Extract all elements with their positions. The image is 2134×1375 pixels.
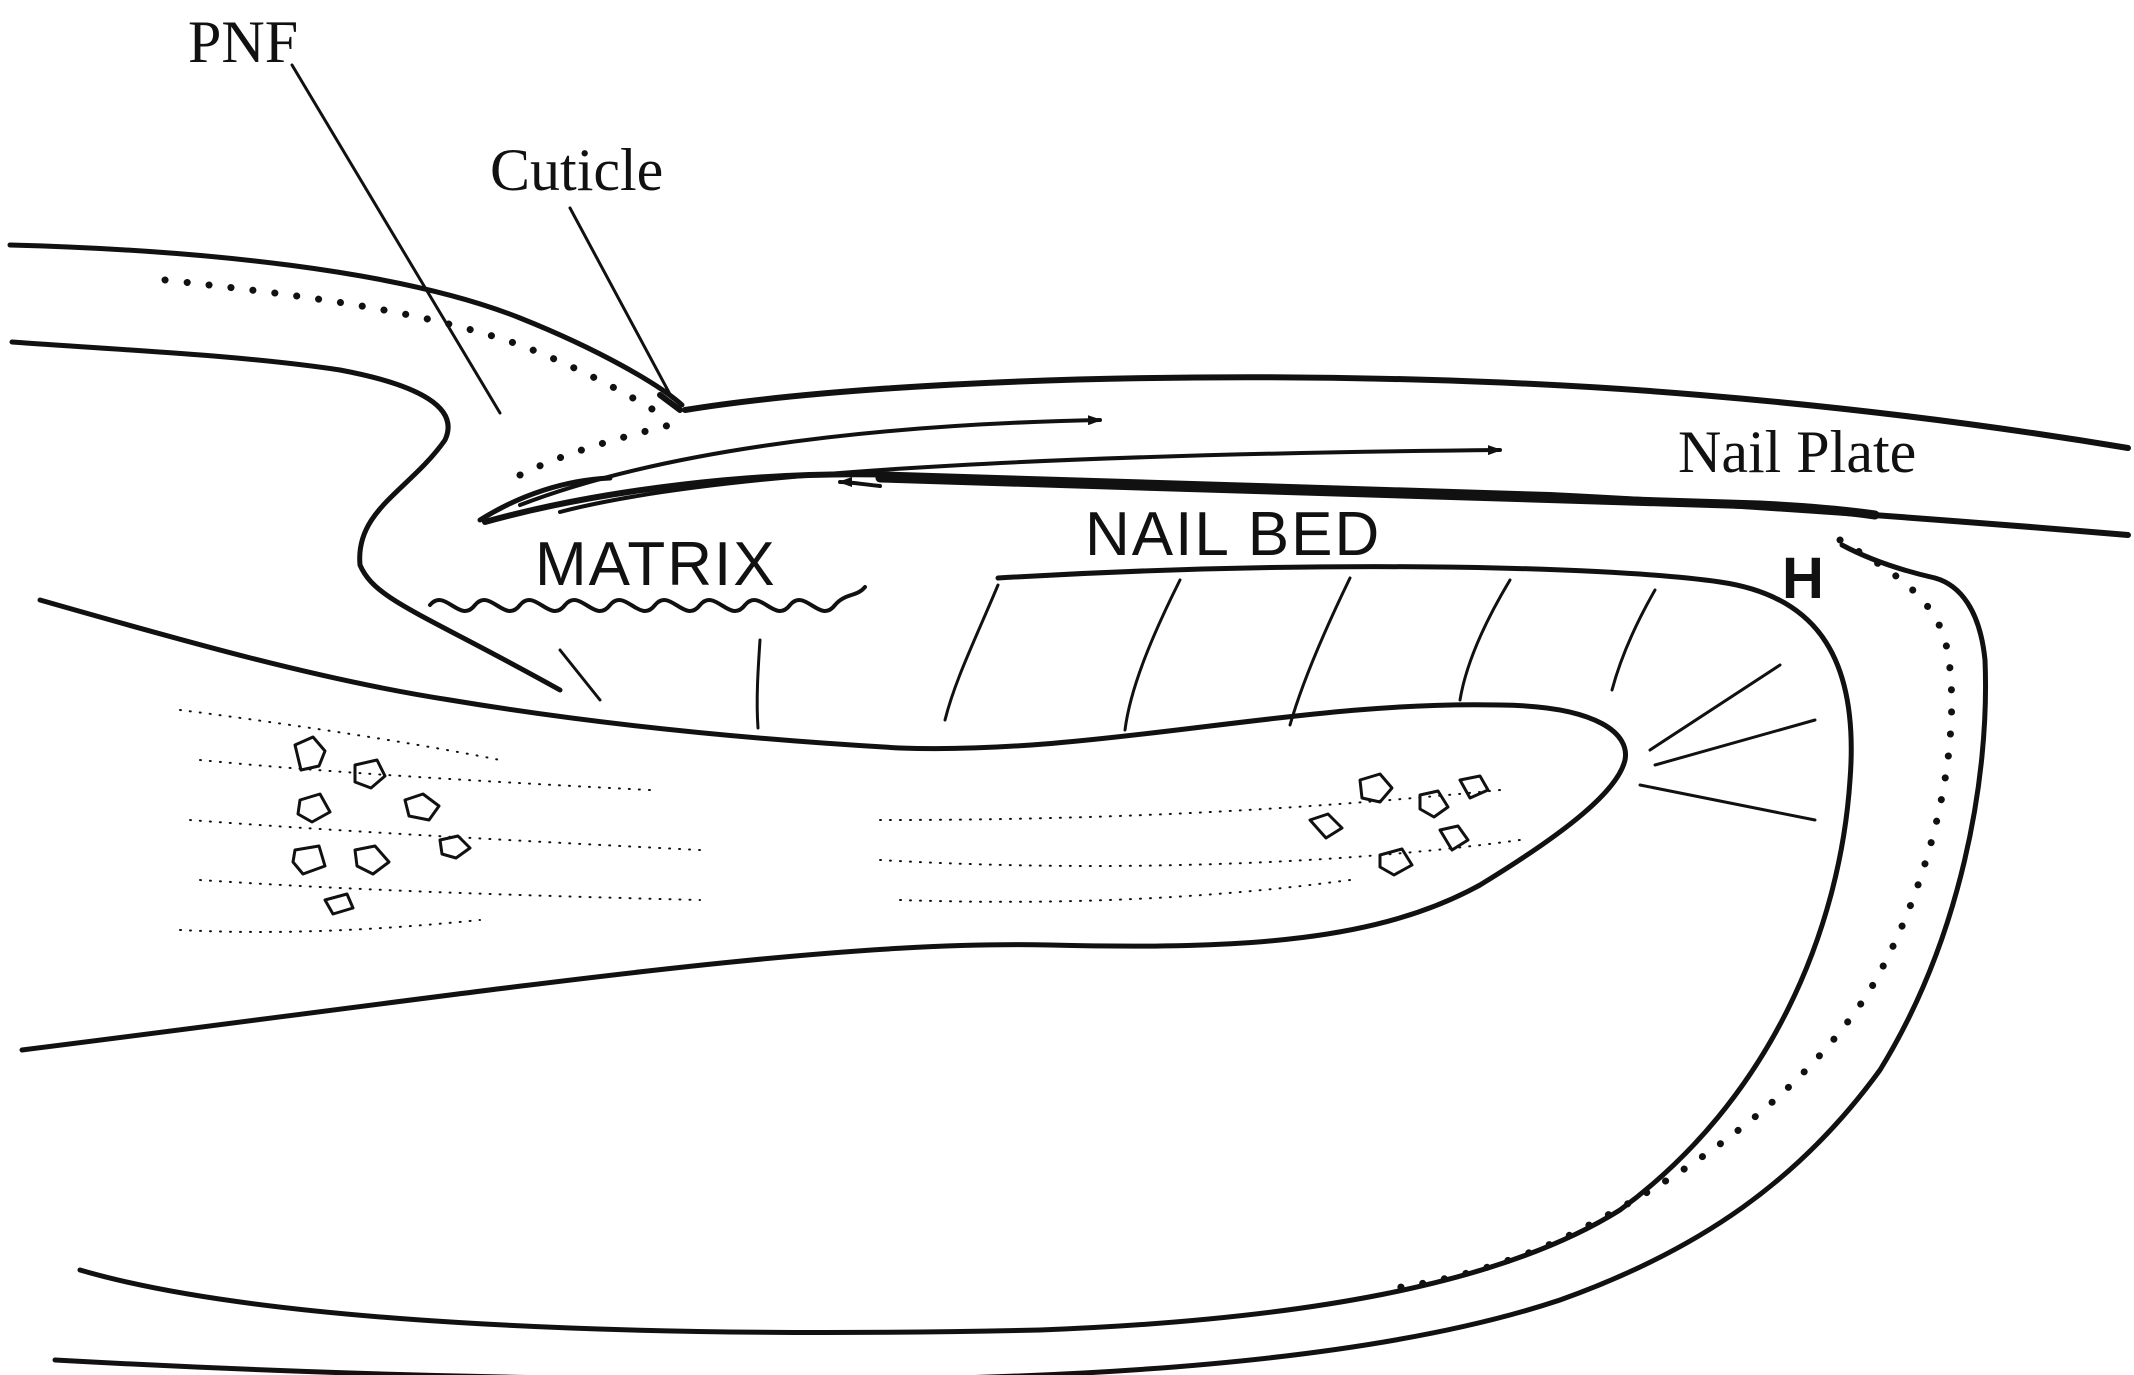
label-nail-bed: NAIL BED xyxy=(1085,500,1381,569)
growth-arrows xyxy=(520,420,1500,512)
label-hyponychium: H xyxy=(1782,546,1824,611)
label-cuticle: Cuticle xyxy=(490,137,663,203)
nail-bed-ridges xyxy=(945,578,1815,820)
label-leader-lines xyxy=(292,65,680,413)
proximal-nail-fold xyxy=(10,245,682,690)
label-nail-plate: Nail Plate xyxy=(1678,419,1916,485)
label-matrix: MATRIX xyxy=(535,530,777,599)
nail-bed-outline xyxy=(22,545,1986,1375)
label-pnf: PNF xyxy=(188,9,298,75)
